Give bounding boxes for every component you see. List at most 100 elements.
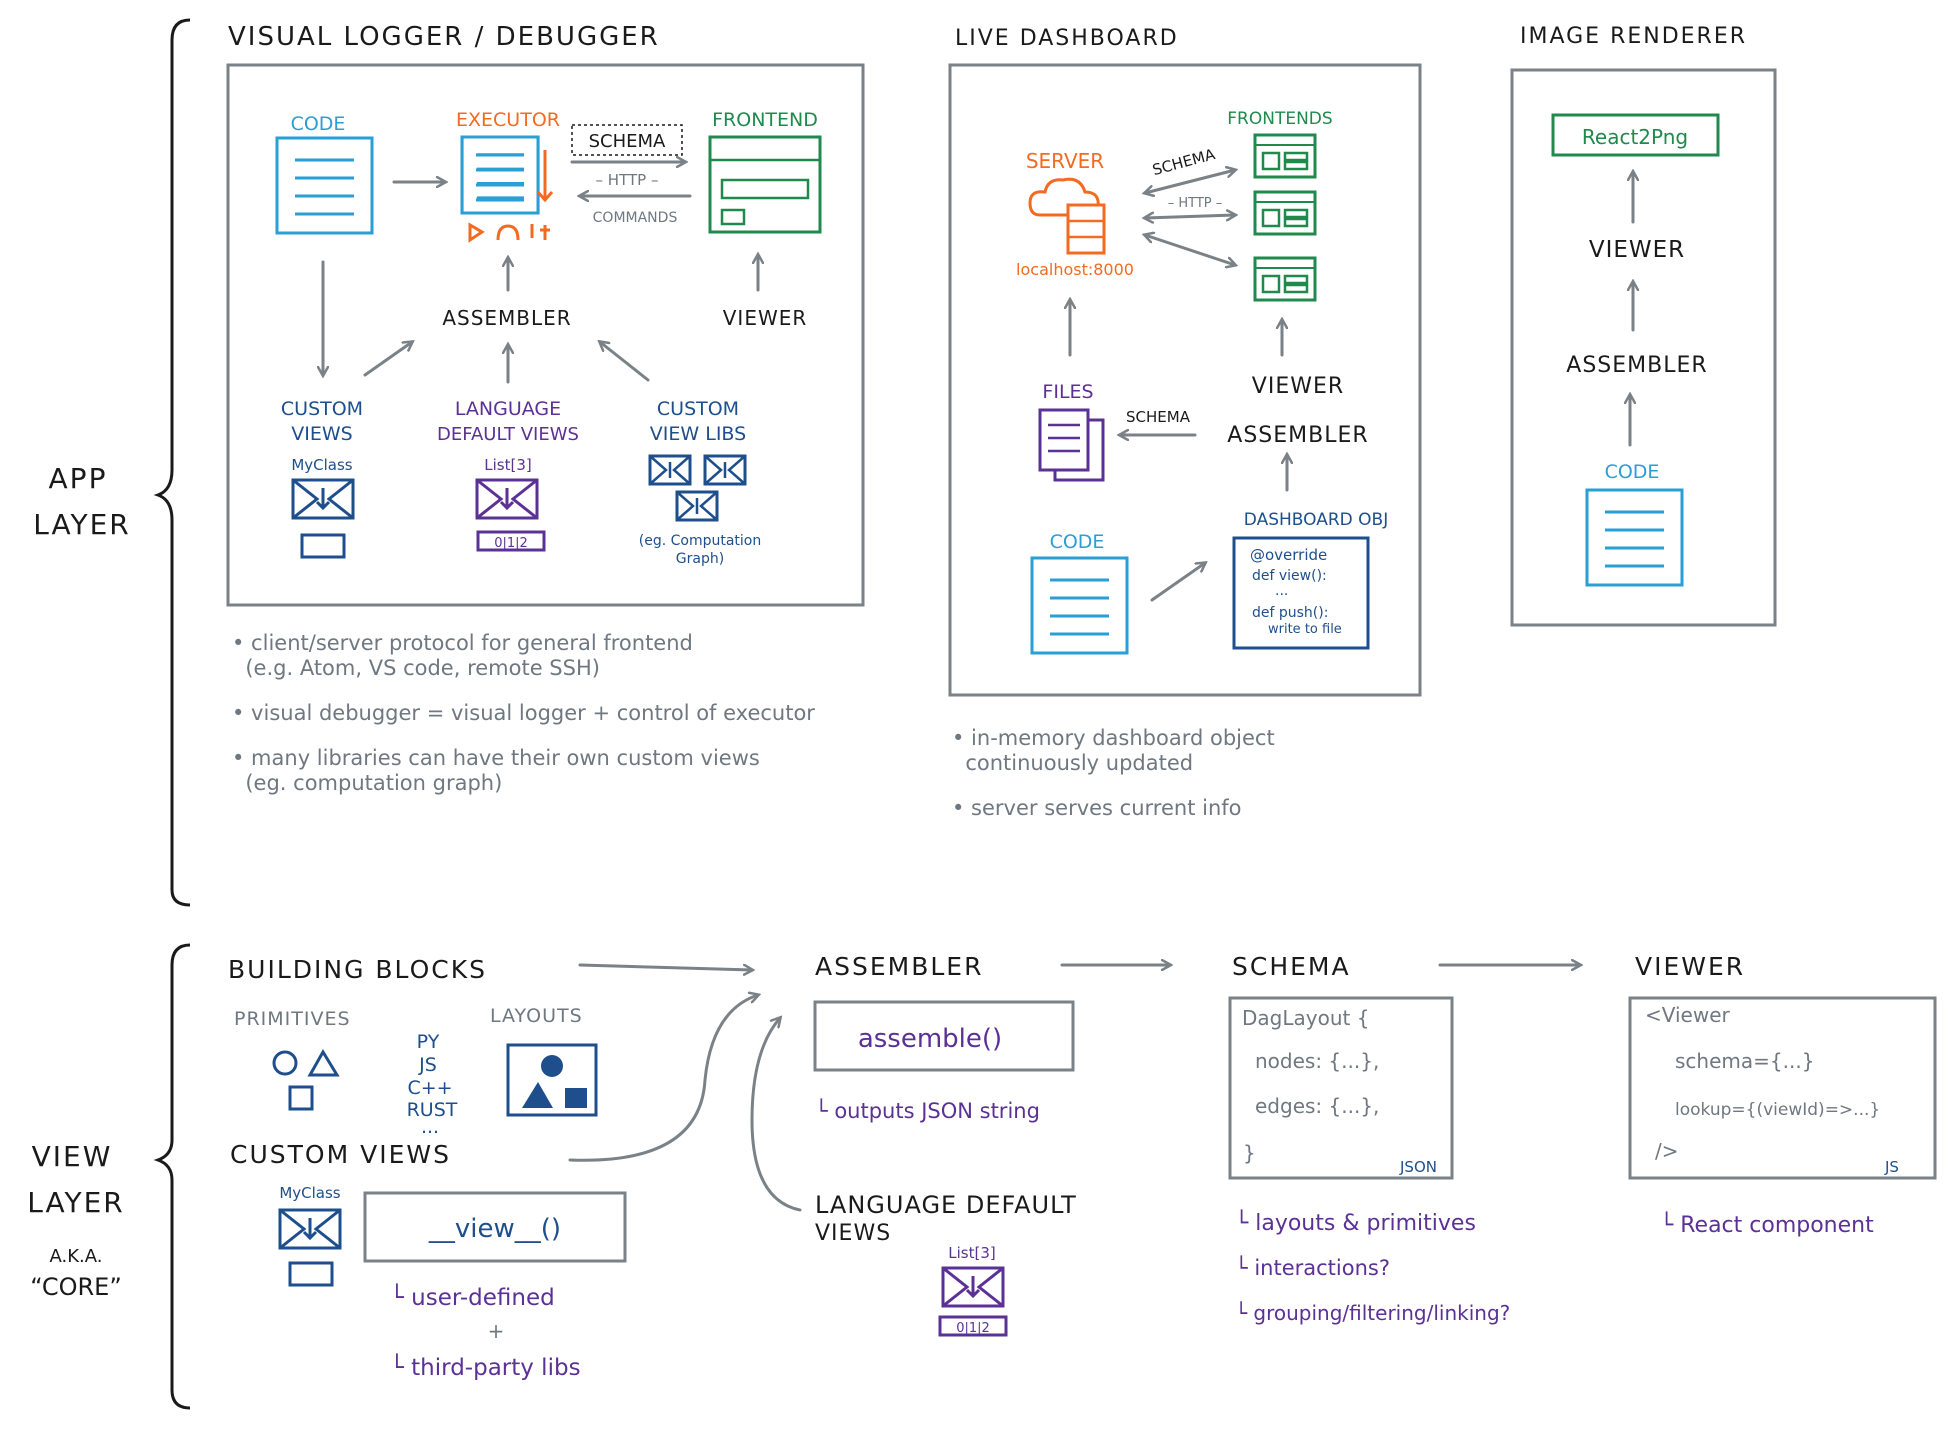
ld-note-2: continuously updated: [952, 751, 1193, 775]
ld-code-doc-icon: [1030, 556, 1129, 655]
vl-executor-controls-icon: [468, 222, 550, 243]
vw-schema-note-1: └ layouts & primitives: [1235, 1209, 1476, 1236]
vl-code-label: CODE: [291, 113, 346, 135]
vw-lang-default-to-assembler-arrow: [750, 1018, 802, 1212]
vw-assembler-label: ASSEMBLER: [815, 952, 983, 981]
view-layer-label-1: VIEW: [32, 1140, 113, 1173]
vl-myclass-icon: [291, 478, 355, 520]
vw-assemble-fn-label: assemble(): [858, 1024, 1002, 1054]
vw-myclass-label: MyClass: [279, 1184, 340, 1202]
ld-frontends-label: FRONTENDS: [1227, 109, 1332, 129]
ir-code-doc-icon: [1585, 488, 1684, 587]
image-renderer-title: IMAGE RENDERER: [1520, 24, 1747, 49]
vw-myclass-card-icon: [288, 1261, 334, 1287]
ld-dashboard-obj-label: DASHBOARD OBJ: [1244, 510, 1388, 530]
ir-assembler-label: ASSEMBLER: [1566, 353, 1707, 378]
vl-frontend-label: FRONTEND: [712, 109, 818, 131]
vl-list-cells-label: 0|1|2: [494, 536, 528, 551]
ir-viewer-label: VIEWER: [1589, 237, 1685, 263]
vl-schema-box: [571, 124, 683, 156]
ld-server-frontend-arrow-1: [1145, 170, 1235, 193]
vl-lib-icon-1: [648, 454, 692, 486]
vl-schema-label: SCHEMA: [589, 131, 666, 152]
vl-list-cells-icon: [476, 530, 546, 552]
ld-server-stack-icon: [1066, 203, 1106, 255]
vw-lang-cpp: C++: [407, 1077, 452, 1099]
vl-viewer-label: VIEWER: [723, 306, 808, 330]
vl-note-3: • visual debugger = visual logger + cont…: [232, 701, 815, 725]
ld-obj-line-5: write to file: [1268, 622, 1342, 637]
vw-schema-label: SCHEMA: [1232, 952, 1351, 981]
image-renderer-box: [1510, 68, 1777, 627]
vl-assembler-label: ASSEMBLER: [442, 306, 571, 330]
vw-myclass-icon: [278, 1208, 342, 1250]
visual-logger-box: [226, 63, 865, 607]
vw-lang-default-label-1: LANGUAGE DEFAULT: [815, 1191, 1077, 1219]
ld-frontend-icon-3: [1253, 256, 1317, 302]
vl-note-2: (e.g. Atom, VS code, remote SSH): [232, 656, 600, 680]
vl-lib-icon-2: [703, 454, 747, 486]
ld-obj-line-2: def view():: [1252, 568, 1327, 584]
vl-http-label: – HTTP –: [596, 171, 659, 189]
vw-schema-line-1: DagLayout {: [1242, 1006, 1369, 1030]
vw-schema-line-3: edges: {...},: [1255, 1094, 1379, 1118]
vw-circle-primitive-icon: [272, 1050, 298, 1076]
ld-server-frontend-arrow-2: [1145, 215, 1235, 218]
vl-custom-libs-label-2: VIEW LIBS: [650, 423, 746, 445]
vl-note-4: • many libraries can have their own cust…: [232, 746, 760, 770]
app-layer-label-2: LAYER: [33, 508, 130, 541]
view-layer-label-2: LAYER: [27, 1186, 124, 1219]
vw-building-blocks-label: BUILDING BLOCKS: [228, 955, 487, 984]
vw-lang-default-label-2: VIEWS: [815, 1221, 891, 1246]
vw-lang-js: JS: [418, 1054, 437, 1076]
vl-executor-label: EXECUTOR: [456, 109, 560, 131]
ld-code-to-dashobj-arrow: [1150, 563, 1205, 602]
ld-schema2-label: SCHEMA: [1126, 408, 1191, 426]
vl-code-doc-icon: [275, 136, 374, 235]
vw-schema-box: [1228, 996, 1454, 1180]
vw-outputs-label: └ outputs JSON string: [815, 1098, 1040, 1123]
vl-myclass-label: MyClass: [291, 456, 352, 474]
view-layer-aka-1: A.K.A.: [50, 1246, 103, 1267]
vw-viewer-line-4: />: [1655, 1139, 1679, 1163]
vl-lang-default-label-1: LANGUAGE: [455, 398, 561, 420]
vw-lang-rust: RUST: [407, 1099, 458, 1121]
ld-viewer-label: VIEWER: [1252, 374, 1344, 399]
ld-obj-line-4: def push():: [1252, 605, 1328, 621]
app-layer-brace: [153, 18, 191, 907]
vw-list3-icon: [941, 1266, 1005, 1308]
ld-frontend-icon-1: [1253, 133, 1317, 179]
vl-custom-views-to-assembler-arrow: [363, 342, 412, 377]
vl-custom-views-label-2: VIEWS: [291, 423, 352, 445]
vw-js-label: JS: [1884, 1158, 1899, 1176]
ld-files-label: FILES: [1042, 381, 1093, 403]
ld-note-3: • server serves current info: [952, 796, 1242, 820]
live-dashboard-box: [948, 63, 1422, 697]
vw-viewer-label: VIEWER: [1635, 952, 1745, 981]
vw-schema-note-3: └ grouping/filtering/linking?: [1235, 1301, 1510, 1325]
ld-assembler-label: ASSEMBLER: [1227, 423, 1368, 448]
vl-myclass-card-icon: [300, 533, 346, 559]
ld-server-label: SERVER: [1026, 149, 1104, 173]
vw-schema-line-2: nodes: {...},: [1255, 1049, 1379, 1073]
vw-schema-note-2: └ interactions?: [1235, 1255, 1390, 1280]
vl-note-1: • client/server protocol for general fro…: [232, 631, 693, 655]
vw-viewer-line-2: schema={...}: [1675, 1049, 1814, 1073]
ld-dashboard-obj-box: [1232, 536, 1370, 650]
live-dashboard-title: LIVE DASHBOARD: [955, 26, 1179, 51]
vw-list-cells-label: 0|1|2: [956, 1321, 990, 1336]
ld-localhost-label: localhost:8000: [1016, 260, 1134, 279]
vw-user-defined-label: └ user-defined: [390, 1283, 555, 1311]
vw-triangle-primitive-icon: [307, 1049, 340, 1077]
vl-custom-libs-label-1: CUSTOM: [657, 398, 739, 420]
vw-layouts-label: LAYOUTS: [490, 1005, 583, 1027]
view-layer-brace: [153, 943, 191, 1410]
ld-obj-line-1: @override: [1250, 546, 1327, 564]
vw-third-party-label: └ third-party libs: [390, 1353, 581, 1381]
vl-eg-label-1: (eg. Computation: [639, 533, 762, 549]
vl-frontend-window-icon: [708, 135, 822, 234]
vl-executor-doc-frame: [460, 135, 540, 215]
vw-list-cells-icon: [938, 1315, 1008, 1337]
